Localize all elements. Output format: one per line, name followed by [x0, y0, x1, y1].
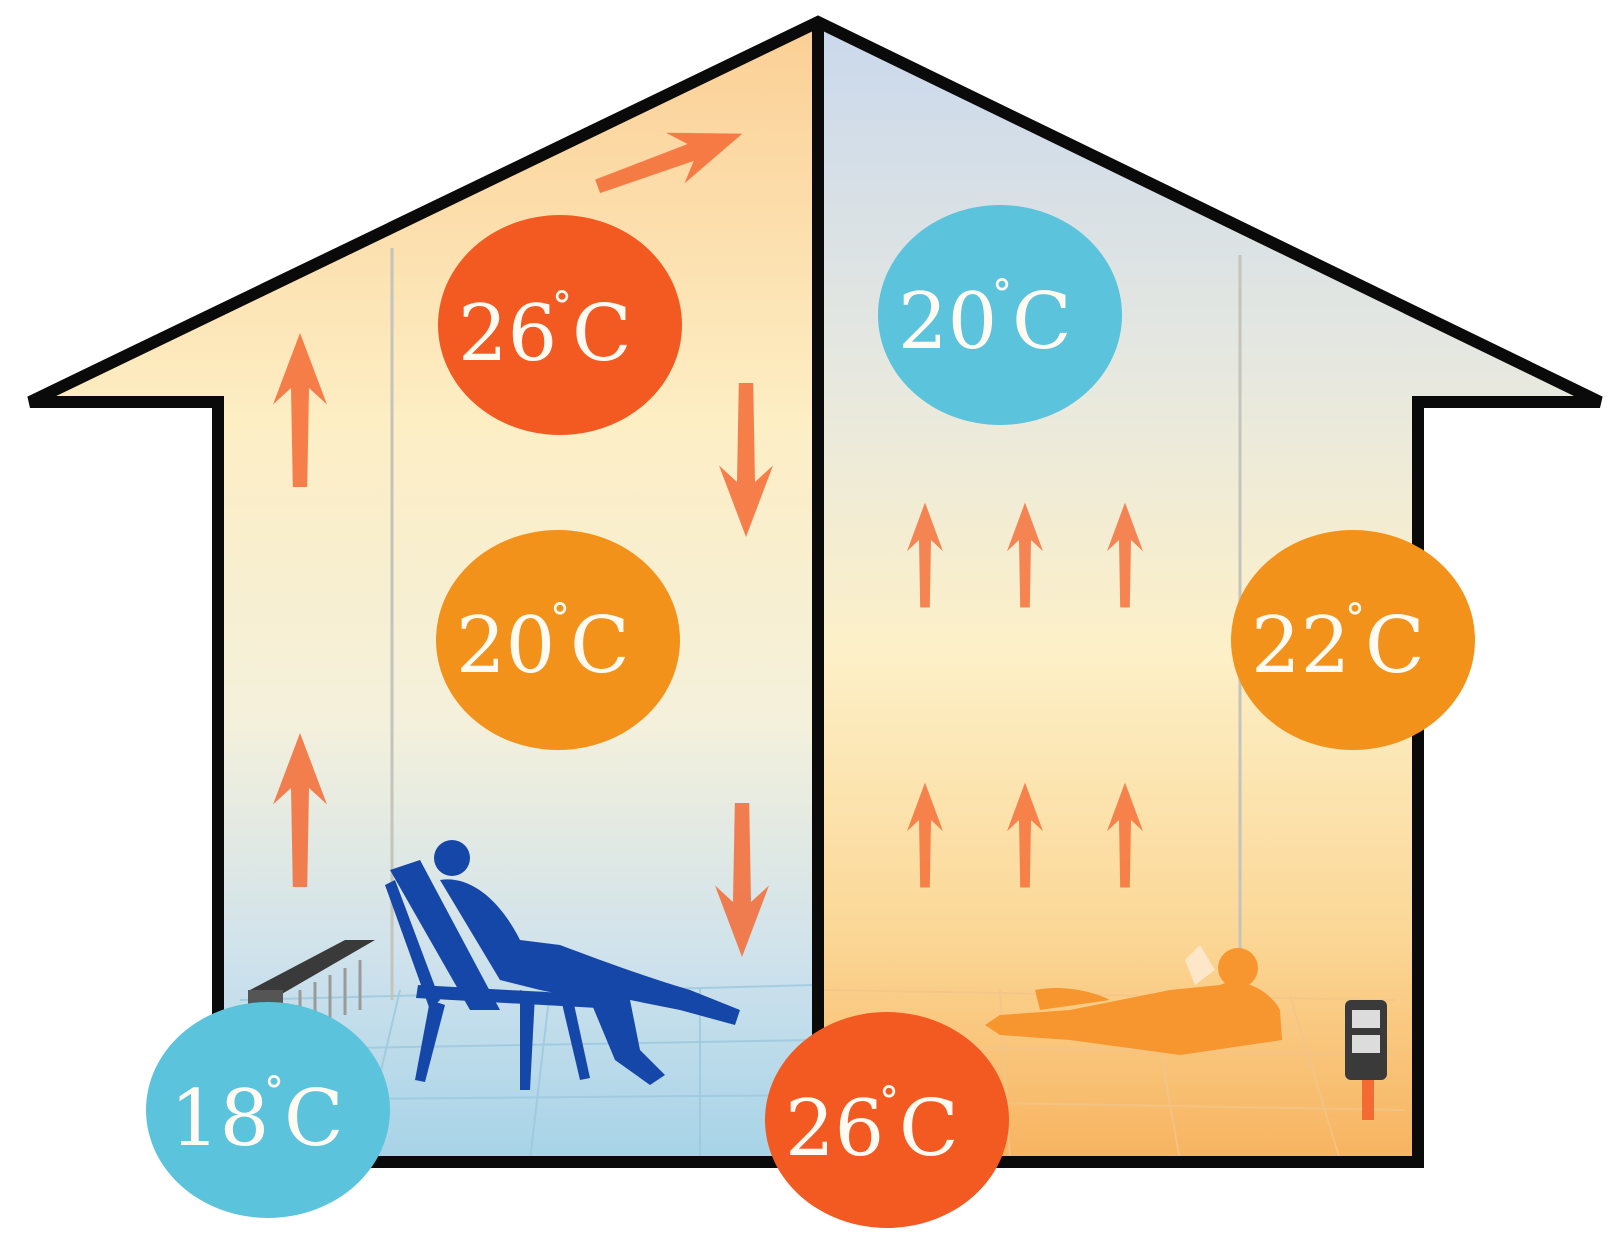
temp-bubble [765, 1012, 1009, 1228]
temp-badge-right-side: 22 ° C [1231, 530, 1475, 750]
temp-unit: C [1365, 601, 1425, 691]
svg-text:°: ° [552, 284, 572, 330]
temp-badge-left-middle: 20 ° C [436, 530, 680, 750]
temp-unit: C [570, 601, 630, 691]
temp-value: 18 [170, 1074, 269, 1164]
temp-unit: C [899, 1084, 959, 1174]
temp-value: 22 [1251, 601, 1350, 691]
wall-heater-icon [1345, 1000, 1387, 1120]
svg-text:°: ° [879, 1079, 899, 1125]
temp-bubble [436, 530, 680, 750]
temp-unit: C [572, 289, 632, 379]
svg-text:°: ° [264, 1069, 284, 1115]
svg-text:°: ° [1345, 596, 1365, 642]
temp-bubble [1231, 530, 1475, 750]
temp-value: 20 [456, 601, 555, 691]
svg-text:°: ° [550, 596, 570, 642]
temp-unit: C [284, 1074, 344, 1164]
temp-value: 26 [458, 289, 557, 379]
temp-bubble [438, 215, 682, 435]
temp-value: 26 [785, 1084, 884, 1174]
temp-badge-left-attic: 26 ° C [438, 215, 682, 435]
temp-badge-right-attic: 20 ° C [878, 205, 1122, 425]
svg-text:°: ° [992, 272, 1012, 318]
temp-unit: C [1012, 277, 1072, 367]
temp-bubble [878, 205, 1122, 425]
person-in-chair-icon [385, 840, 740, 1090]
temp-value: 20 [898, 277, 997, 367]
temp-badge-right-floor: 26 ° C [765, 1012, 1009, 1228]
person-lying-icon [985, 945, 1282, 1055]
temp-badge-left-floor: 18 ° C [146, 1002, 390, 1218]
temp-bubble [146, 1002, 390, 1218]
